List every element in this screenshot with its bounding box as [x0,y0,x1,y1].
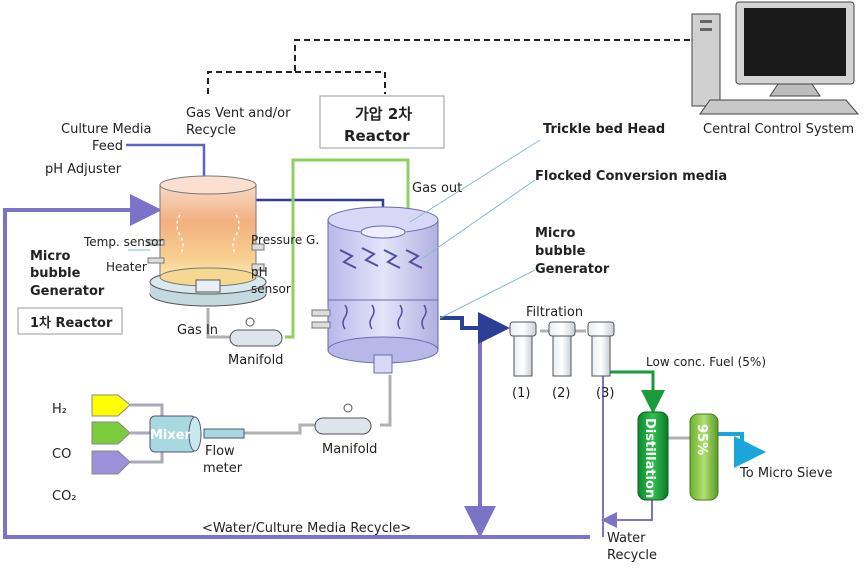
computer-icon [691,1,860,115]
svg-text:Gas In: Gas In [177,323,218,338]
flow-meter [203,428,245,439]
svg-text:To Micro Sieve: To Micro Sieve [739,466,833,481]
svg-text:H₂: H₂ [52,402,67,417]
svg-text:(2): (2) [552,386,570,401]
svg-text:(1): (1) [512,386,530,401]
svg-text:Pressure G.: Pressure G. [251,233,319,247]
control-lines [207,39,690,96]
gas-recycle-line [285,158,410,339]
product-95-column: 95% [689,413,719,501]
svg-text:Flocked Conversion media: Flocked Conversion media [535,169,727,184]
svg-text:Micro: Micro [535,226,576,241]
svg-text:Low conc. Fuel (5%): Low conc. Fuel (5%) [646,355,766,369]
svg-text:Central Control System: Central Control System [703,122,854,137]
filter-cartridge-1 [509,321,537,377]
co-cylinder [91,421,131,445]
svg-text:<Water/Culture Media Recycle>: <Water/Culture Media Recycle> [202,521,411,536]
svg-text:Recycle: Recycle [607,548,657,563]
svg-text:Reactor: Reactor [344,127,410,145]
recycle-line [3,194,653,539]
svg-text:Distillation: Distillation [642,418,657,498]
trickle-bed-reactor [311,206,439,374]
svg-text:Trickle bed Head: Trickle bed Head [543,122,665,137]
svg-text:Temp. sensor: Temp. sensor [83,235,163,249]
filter-cartridge-3 [587,321,615,377]
svg-text:Gas Vent and/or: Gas Vent and/or [186,106,291,121]
svg-text:95%: 95% [694,424,709,455]
svg-text:Mixer: Mixer [150,428,192,443]
svg-text:(3): (3) [596,386,614,401]
svg-text:Feed: Feed [92,139,123,154]
gas-cylinders [91,394,164,475]
co2-cylinder [91,450,131,475]
product-line [718,432,766,468]
svg-text:CO: CO [52,447,71,462]
svg-text:meter: meter [203,461,243,476]
svg-text:Water: Water [607,531,646,546]
svg-text:Gas out: Gas out [412,181,462,196]
manifold-pump-top [229,317,283,347]
reactor2-label-box [319,95,445,149]
filtration-cartridges [509,321,615,377]
h2-cylinder [91,394,131,417]
filter-cartridge-2 [548,321,576,377]
svg-text:sensor: sensor [251,282,291,296]
reactor-outflow [440,312,510,344]
svg-text:Recycle: Recycle [186,123,236,138]
svg-text:Flow: Flow [205,444,235,459]
mixer: Mixer [149,415,202,453]
svg-text:bubble: bubble [30,266,81,281]
svg-text:Manifold: Manifold [228,353,283,368]
svg-text:pH Adjuster: pH Adjuster [45,162,122,177]
svg-text:Generator: Generator [30,284,105,299]
svg-text:Filtration: Filtration [526,305,583,320]
distillation-column: Distillation [637,411,669,501]
svg-text:Culture Media: Culture Media [61,122,152,137]
labels: Culture Media Feed Gas Vent and/or Recyc… [17,105,854,563]
manifold-pump-bottom [314,403,372,435]
pointer-lines [128,139,541,319]
reactor1-vessel [147,175,267,307]
svg-text:Heater: Heater [106,260,147,274]
svg-text:pH: pH [251,265,268,279]
svg-text:Manifold: Manifold [322,442,377,457]
svg-text:1차 Reactor: 1차 Reactor [30,315,113,331]
svg-text:bubble: bubble [535,244,586,259]
svg-text:가압 2차: 가압 2차 [355,105,412,123]
svg-text:Micro: Micro [30,249,71,264]
svg-text:Generator: Generator [535,262,610,277]
fuel-line [603,370,665,414]
svg-text:CO₂: CO₂ [52,489,77,504]
